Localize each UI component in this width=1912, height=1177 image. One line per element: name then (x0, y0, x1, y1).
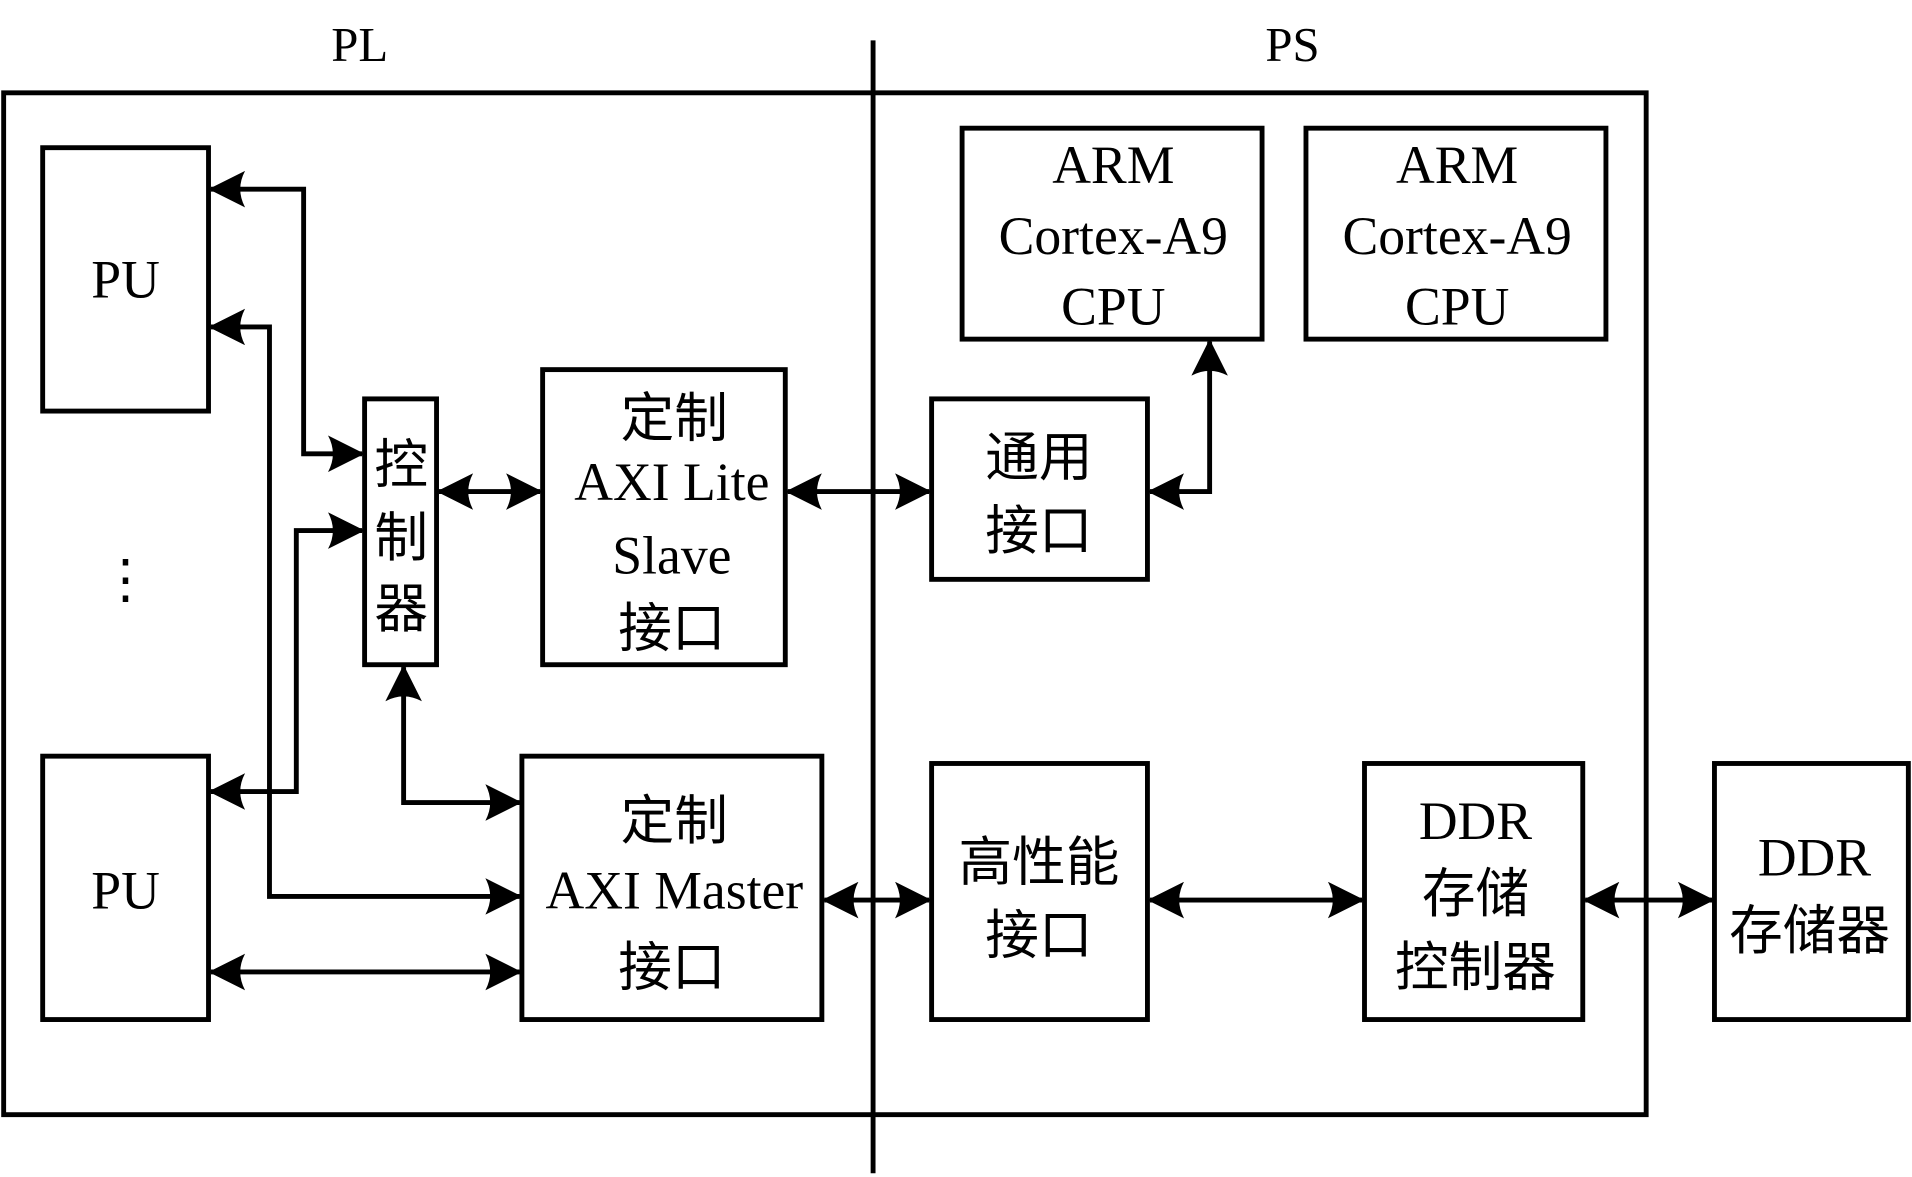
cpu-2-line-3: CPU (1405, 277, 1509, 337)
cpu-1-line-3: CPU (1061, 277, 1165, 337)
cpu-2-line-1: ARM (1396, 135, 1518, 195)
axi-lite-line-3: Slave (612, 525, 731, 585)
cpu-2-box (1303, 125, 1609, 342)
ddr-memory-line-1: DDR (1758, 828, 1871, 888)
axi-master-line-3: 接口 (618, 937, 725, 997)
pl-label: PL (331, 18, 388, 72)
hp-port-line-2: 接口 (985, 906, 1092, 966)
ddr-controller-line-2: 存储 (1422, 864, 1529, 924)
cpu-2-line-2: Cortex-A9 (1342, 206, 1571, 266)
cpu-1-line-1: ARM (1052, 135, 1174, 195)
pu-top-box (40, 145, 211, 414)
axi-lite-slave-box (540, 367, 788, 668)
pu-bottom-label: PU (91, 861, 160, 921)
gp-port-line-1: 通用 (985, 428, 1092, 488)
controller-label-3: 器 (374, 579, 428, 639)
ddr-controller-box (1362, 761, 1586, 1022)
controller-label-2: 制 (374, 508, 428, 568)
axi-lite-line-4: 接口 (618, 598, 725, 658)
arrow-gp-port-to-cpu (1147, 339, 1228, 510)
hp-port-box (929, 761, 1150, 1022)
controller-label-1: 控 (374, 435, 428, 495)
gp-port-box (929, 396, 1150, 582)
arrow-pu-bottom-to-controller (208, 512, 365, 810)
cpu-1-line-2: Cortex-A9 (999, 206, 1228, 266)
ddr-memory-line-2: 存储器 (1729, 901, 1890, 961)
ddr-controller-line-3: 控制器 (1395, 937, 1556, 997)
pu-top-label: PU (91, 250, 160, 310)
axi-lite-line-1: 定制 (621, 389, 728, 449)
pu-bottom-box (40, 753, 211, 1022)
hp-port-line-1: 高性能 (958, 833, 1119, 893)
ps-label: PS (1265, 18, 1319, 72)
ddr-controller-line-1: DDR (1419, 791, 1532, 851)
axi-lite-line-2: AXI Lite (574, 452, 769, 512)
arrow-controller-to-axi-master (385, 664, 522, 821)
axi-master-line-2: AXI Master (545, 861, 803, 921)
ellipsis-icon: ⋮ (99, 550, 153, 610)
ddr-memory-box (1712, 761, 1911, 1022)
axi-master-line-1: 定制 (621, 791, 728, 851)
gp-port-line-2: 接口 (985, 501, 1092, 561)
axi-master-box (519, 753, 825, 1022)
cpu-1-box (959, 125, 1265, 342)
